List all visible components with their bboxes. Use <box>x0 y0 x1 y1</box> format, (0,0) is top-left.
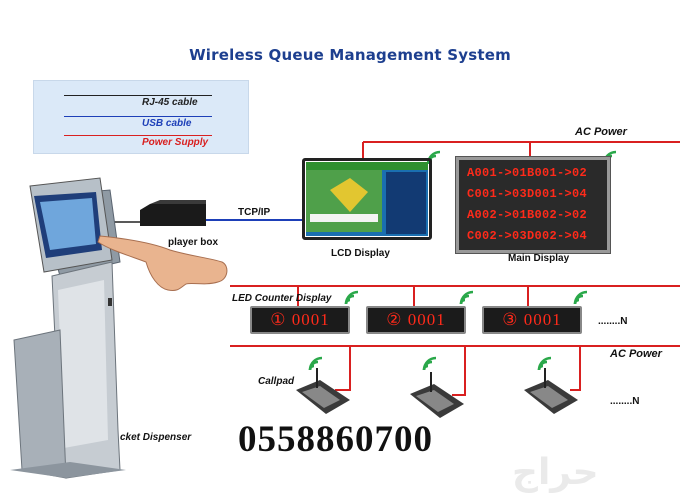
legend-line-usb <box>64 116 212 117</box>
lcd-display <box>302 158 432 240</box>
led-counter-2: ② 0001 <box>366 306 466 334</box>
led-counter-display-label: LED Counter Display <box>232 293 332 304</box>
main-display-label: Main Display <box>508 253 570 264</box>
tcp-ip-label: TCP/IP <box>238 207 271 218</box>
wifi-icon-callpad3 <box>537 356 552 371</box>
hand-icon <box>97 235 228 291</box>
main-display-row: A001->01B001->02 <box>467 166 588 180</box>
callpad1-power <box>335 346 351 391</box>
main-display-row: A002->01B002->02 <box>467 208 588 222</box>
main-display-row: C001->03D001->04 <box>467 187 588 201</box>
player-box-icon <box>140 200 206 226</box>
ac-power-top-label: AC Power <box>575 126 627 138</box>
callpad3-power <box>570 346 581 391</box>
lcd-display-screen <box>306 162 428 236</box>
callpad2-power <box>452 346 466 396</box>
led-counter-1-text: ① 0001 <box>270 310 330 329</box>
more-callpads-label: ........N <box>610 396 640 407</box>
callpad-icon-3 <box>524 368 578 414</box>
main-display-row: C002->03D002->04 <box>467 229 588 243</box>
legend-label-rj45: RJ-45 cable <box>142 97 198 108</box>
led-counter-2-text: ② 0001 <box>386 310 446 329</box>
player-box-label: player box <box>168 237 219 248</box>
watermark-logo: حراج <box>512 452 599 493</box>
wifi-icon-led1 <box>344 290 359 305</box>
main-display: A001->01B001->02 C001->03D001->04 A002->… <box>456 157 610 253</box>
ticket-dispenser-label: cket Dispenser <box>120 432 192 443</box>
legend-line-power <box>64 135 212 136</box>
ac-power-mid-label: AC Power <box>610 348 662 360</box>
wifi-icon-callpad1 <box>308 356 323 371</box>
lcd-display-label: LCD Display <box>331 248 390 259</box>
legend-line-rj45 <box>64 95 212 96</box>
phone-number: 0558860700 <box>238 419 433 460</box>
led-counter-1: ① 0001 <box>250 306 350 334</box>
callpad-label: Callpad <box>258 376 295 387</box>
led-counter-3: ③ 0001 <box>482 306 582 334</box>
legend: RJ-45 cable USB cable Power Supply <box>33 80 249 154</box>
wifi-icon-callpad2 <box>422 356 437 371</box>
legend-label-usb: USB cable <box>142 118 192 129</box>
legend-label-power: Power Supply <box>142 137 209 148</box>
kiosk-icon <box>10 177 126 479</box>
callpad-icon-1 <box>296 368 350 414</box>
wifi-icon-led3 <box>573 290 588 305</box>
diagram-title: Wireless Queue Management System <box>189 46 511 64</box>
more-counters-label: ........N <box>598 316 628 327</box>
callpad-icon-2 <box>410 372 464 418</box>
wifi-icon-led2 <box>459 290 474 305</box>
led-counter-3-text: ③ 0001 <box>502 310 562 329</box>
